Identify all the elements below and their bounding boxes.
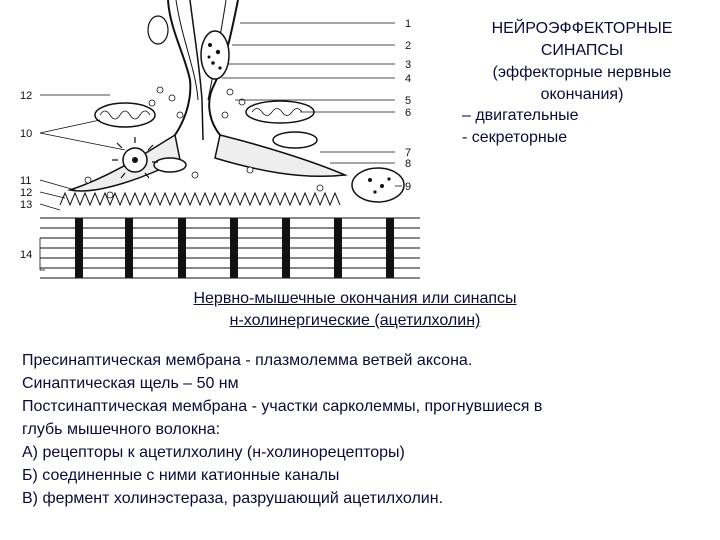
label-leaders-left (39, 94, 126, 271)
label-6: 6 (405, 107, 411, 119)
schwann-nucleus (200, 30, 230, 80)
mitochondrion (94, 102, 156, 128)
title-line: НЕЙРОЭФФЕКТОРНЫЕ (491, 20, 673, 37)
text-line: Пресинаптическая мембрана - плазмолемма … (22, 352, 473, 369)
title-line: СИНАПСЫ (540, 42, 624, 59)
slide-title: НЕЙРОЭФФЕКТОРНЫЕ СИНАПСЫ (эффекторные не… (448, 18, 716, 106)
label-4: 4 (405, 73, 411, 85)
text-line: Синаптическая щель – 50 нм (22, 375, 239, 392)
axon-inner (189, 0, 204, 141)
label-13: 13 (20, 199, 32, 211)
type-item: - секреторные (462, 129, 568, 146)
text-line: А) рецепторы к ацетилхолину (н-холинорец… (22, 444, 405, 461)
mitochondrion (272, 131, 318, 149)
muscle-nucleus (351, 167, 405, 203)
title-line: окончания) (540, 86, 624, 103)
type-item: – двигательные (462, 107, 579, 124)
synaptic-vesicles (84, 86, 324, 199)
axon-outer-left (167, 0, 192, 136)
label-5: 5 (405, 95, 411, 107)
caption-line: Нервно-мышечные окончания или синапсы (193, 290, 517, 307)
description-text: Пресинаптическая мембрана - плазмолемма … (22, 349, 702, 510)
text-line: глубь мышечного волокна: (22, 421, 221, 438)
label-14: 14 (20, 249, 32, 261)
ending-types-list: – двигательные - секреторные (462, 105, 579, 149)
text-line: Б) соединенные с ними катионные каналы (22, 467, 340, 484)
label-1: 1 (405, 18, 411, 30)
muscle-nucleus-chromatin (368, 177, 391, 194)
label-8: 8 (405, 158, 411, 170)
terminal-branch-right (214, 134, 348, 178)
label-leaders-right (222, 22, 402, 187)
label-12-top: 12 (20, 90, 32, 102)
caption-line: н-холинергические (ацетилхолин) (229, 312, 481, 329)
text-line: В) фермент холинэстераза, разрушающий ац… (22, 490, 444, 507)
sarcoplasm-nucleus-left (147, 15, 169, 45)
axon-outer-right (208, 0, 239, 136)
title-line: (эффекторные нервные (492, 64, 672, 81)
junctional-folds (59, 191, 341, 207)
text-line: Постсинаптическая мембрана - участки сар… (22, 398, 543, 415)
label-11: 11 (20, 175, 31, 187)
label-3: 3 (405, 59, 411, 71)
nucleus-chromatin (207, 43, 222, 70)
label-10: 10 (20, 128, 32, 140)
label-2: 2 (405, 40, 411, 52)
label-12: 12 (20, 187, 32, 199)
a-bands (75, 218, 394, 278)
figure-caption: Нервно-мышечные окончания или синапсы н-… (120, 288, 590, 332)
label-9: 9 (405, 181, 411, 193)
mitochondrion (153, 157, 187, 173)
label-7: 7 (405, 147, 411, 159)
synapse-diagram: 1 2 3 4 5 6 7 8 9 12 10 11 12 13 14 (20, 0, 420, 279)
